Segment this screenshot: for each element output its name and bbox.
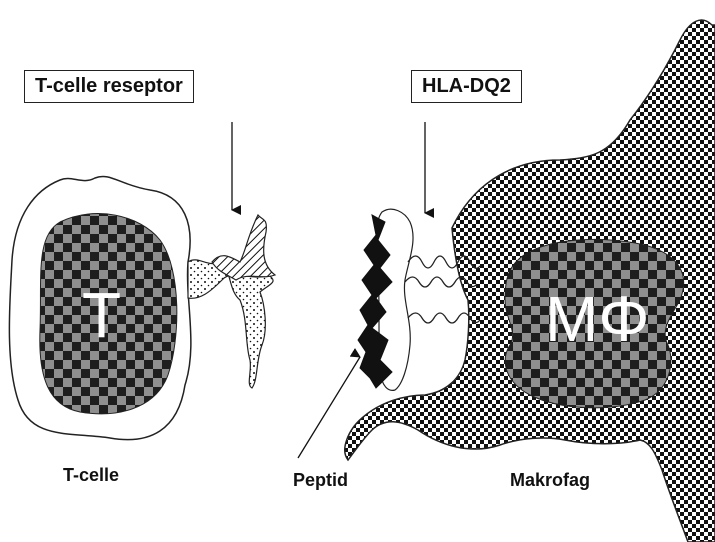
t-cell-caption: T-celle — [63, 465, 119, 486]
macrophage-nucleus-letter: MΦ — [545, 282, 649, 356]
hla-dq2-label: HLA-DQ2 — [411, 70, 522, 103]
t-cell-nucleus-letter: T — [82, 278, 121, 352]
macrophage-caption: Makrofag — [510, 470, 590, 491]
peptide-caption: Peptid — [293, 470, 348, 491]
t-cell-receptor-chain — [212, 215, 275, 280]
t-cell-receptor-base — [188, 260, 273, 388]
t-cell-receptor-label: T-celle reseptor — [24, 70, 194, 103]
